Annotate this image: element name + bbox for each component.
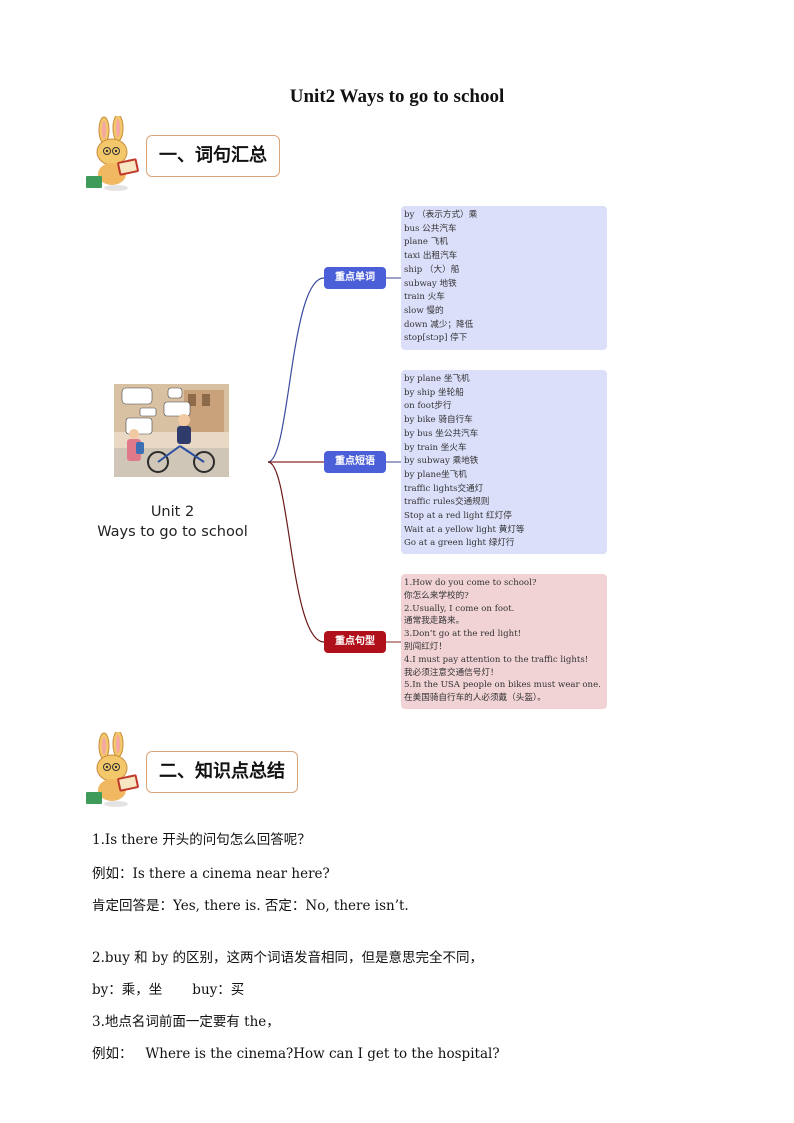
section-label: 一、词句汇总 (146, 135, 280, 177)
list-item: 4.I must pay attention to the traffic li… (404, 654, 589, 665)
knowledge-line: by：乘，坐 buy：买 (92, 982, 245, 998)
list-item: subway 地铁 (404, 278, 457, 289)
list-item: Go at a green light 绿灯行 (404, 538, 515, 549)
knowledge-line: 1.Is there 开头的问句怎么回答呢？ (92, 832, 311, 848)
list-item: Stop at a red light 红灯停 (404, 511, 512, 522)
mindmap: Unit 2 Ways to go to school 重点单词 重点短语 重点… (0, 200, 794, 720)
list-item: 在美国骑自行车的人必须戴（头盔）。 (404, 693, 546, 704)
list-item: by （表示方式）乘 (404, 210, 478, 220)
list-item: 别闯红灯！ (404, 641, 447, 652)
section-header-1: 一、词句汇总 (84, 116, 344, 191)
center-title-line2: Ways to go to school (97, 524, 248, 540)
list-item: by bus 坐公共汽车 (404, 428, 479, 439)
list-item: taxi 出租汽车 (404, 251, 458, 262)
knowledge-line: 肯定回答是：Yes, there is. 否定：No, there isn’t. (92, 898, 409, 914)
knowledge-line: 例如：Is there a cinema near here? (92, 866, 330, 882)
mindmap-connectors (267, 277, 401, 643)
list-item: 5.In the USA people on bikes must wear o… (404, 680, 601, 691)
list-item: stop[stɔp] 停下 (404, 333, 468, 344)
list-item: by train 坐火车 (404, 442, 467, 453)
center-title-line1: Unit 2 (150, 504, 195, 520)
branch-label-key-sentences: 重点句型 (324, 631, 386, 653)
children-with-bicycles-illustration (114, 384, 229, 477)
list-item: by bike 骑自行车 (404, 415, 473, 426)
list-item: by plane坐飞机 (404, 469, 467, 480)
list-item: plane 飞机 (404, 237, 448, 248)
list-item: 通常我走路来。 (404, 616, 465, 627)
section-header-2: 二、知识点总结 (84, 732, 344, 807)
list-item: by plane 坐飞机 (404, 374, 470, 384)
list-item: 2.Usually, I come on foot. (404, 603, 515, 614)
key-sentences-box: 1.How do you come to school? 你怎么来学校的? 2.… (401, 574, 607, 709)
list-item: 3.Don’t go at the red light! (404, 629, 522, 640)
key-words-box: by （表示方式）乘 bus 公共汽车 plane 飞机 taxi 出租汽车 s… (401, 206, 607, 350)
branch-label-key-phrases: 重点短语 (324, 451, 386, 473)
list-item: slow 慢的 (404, 305, 444, 316)
list-item: Wait at a yellow light 黄灯等 (404, 524, 525, 535)
page-title: Unit2 Ways to go to school (289, 86, 505, 107)
knowledge-line: 3.地点名词前面一定要有 the， (92, 1014, 280, 1030)
key-phrases-box: by plane 坐飞机 by ship 坐轮船 on foot步行 by bi… (401, 370, 607, 554)
list-item: 1.How do you come to school? (404, 578, 537, 588)
list-item: bus 公共汽车 (404, 223, 457, 234)
rabbit-reading-icon (86, 116, 139, 191)
list-item: 你怎么来学校的? (404, 590, 469, 601)
branch-label-key-words: 重点单词 (324, 267, 386, 289)
list-item: traffic lights交通灯 (404, 483, 484, 494)
center-topic: Unit 2 Ways to go to school (80, 502, 265, 542)
section-label: 二、知识点总结 (146, 751, 298, 793)
list-item: by ship 坐轮船 (404, 387, 464, 398)
list-item: 我必须注意交通信号灯！ (404, 667, 499, 678)
rabbit-reading-icon (86, 732, 139, 807)
list-item: train 火车 (404, 292, 445, 303)
list-item: on foot步行 (404, 401, 452, 412)
knowledge-line: 2.buy 和 by 的区别，这两个词语发音相同，但是意思完全不同， (92, 950, 483, 966)
list-item: by subway 乘地铁 (404, 456, 479, 467)
list-item: ship （大）船 (404, 264, 460, 275)
list-item: down 减少；降低 (404, 319, 474, 330)
list-item: traffic rules交通规则 (404, 497, 490, 508)
knowledge-line: 例如： Where is the cinema?How can I get to… (92, 1046, 500, 1062)
